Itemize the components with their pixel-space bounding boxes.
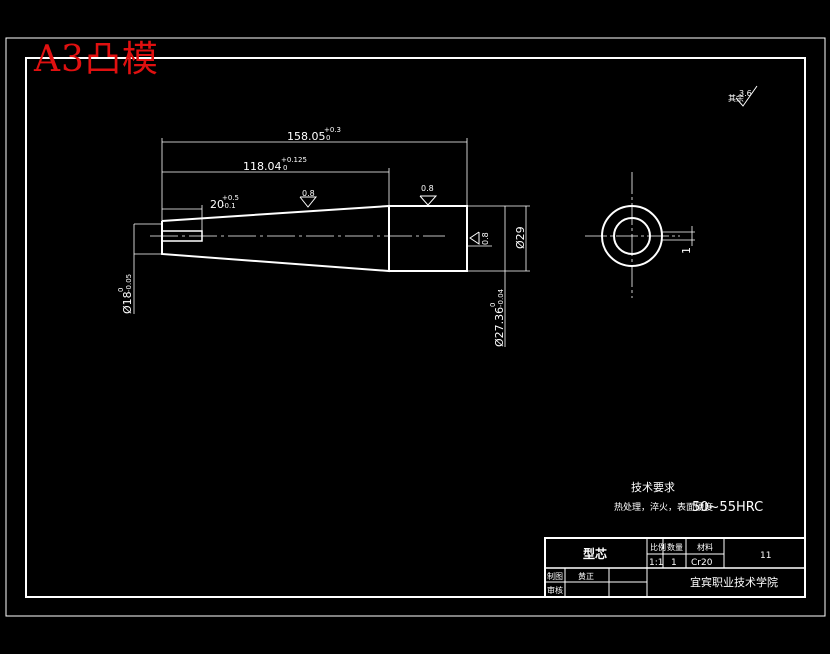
tech-req-title: 技术要求: [631, 481, 675, 494]
dim-taper-length-lower: 0: [283, 164, 287, 172]
watermark-label: A3凸模: [34, 39, 159, 80]
tb-qty-label: 数量: [667, 542, 683, 552]
end-view-outer-circle: [601, 205, 663, 267]
roughness-end-icon: [469, 231, 480, 245]
dim-small-diameter-upper: 0: [117, 288, 125, 292]
dim-slot-length-upper: +0.5: [222, 194, 239, 202]
tb-scale-label: 比例: [650, 542, 666, 552]
taper-outline: [161, 204, 390, 273]
dim-taper-length: 118.04: [243, 160, 282, 173]
dim-taper-length-upper: +0.125: [281, 156, 307, 164]
end-view-inner-circle: [613, 217, 651, 255]
global-surface-finish: 其余 3.6: [728, 85, 758, 107]
roughness-head-icon: [419, 195, 438, 206]
tb-school: 宜宾职业技术学院: [690, 575, 778, 589]
tb-scale: 1:1: [649, 558, 663, 568]
roughness-head: 0.8: [421, 184, 434, 193]
tb-drawn-name: 黄正: [578, 571, 594, 581]
tb-material: Cr20: [691, 558, 713, 568]
title-block-texts: 型芯 比例 数量 材料 1:1 1 Cr20 11 制图 黄正 审核 宜宾职业技…: [547, 542, 778, 595]
tb-part-name: 型芯: [583, 546, 607, 561]
title-block: [544, 537, 806, 598]
dim-total-length: 158.05: [287, 130, 326, 143]
roughness-marks: 0.8 0.8 0.8: [299, 184, 490, 245]
dim-large-diameter: Ø27.36: [493, 307, 506, 347]
tb-qty: 1: [671, 558, 677, 568]
dim-total-length-lower: 0: [326, 134, 330, 142]
dim-key-width: 1: [680, 247, 693, 254]
roughness-taper-icon: [299, 196, 318, 208]
dim-head-diameter: Ø29: [514, 226, 527, 249]
roughness-taper: 0.8: [302, 189, 315, 198]
tb-drawn-label: 制图: [547, 571, 563, 581]
dim-slot-length: 20: [210, 198, 224, 211]
tech-req-hardness: 50~55HRC: [692, 500, 763, 515]
dim-small-diameter-lower: -0.05: [125, 274, 133, 292]
tech-requirements: 技术要求 热处理，淬火，表面硬度 50~55HRC: [614, 481, 763, 515]
shaft-slot: [162, 230, 203, 242]
roughness-head-end: 0.8: [481, 232, 490, 245]
tb-sheet-no: 11: [760, 551, 771, 561]
dimension-texts: 158.05 +0.3 0 118.04 +0.125 0 20 +0.5 -0…: [117, 126, 527, 347]
global-finish-symbol: [735, 85, 758, 107]
shaft-head: [388, 205, 468, 272]
shaft-view: [150, 204, 468, 273]
dim-large-diameter-lower: -0.04: [497, 288, 505, 307]
outer-frame: [5, 37, 826, 617]
inner-frame: [25, 57, 806, 598]
dim-slot-length-lower: -0.1: [222, 202, 236, 210]
end-view: [585, 172, 695, 298]
dim-total-length-upper: +0.3: [324, 126, 341, 134]
tech-req-line: 热处理，淬火，表面硬度: [614, 501, 713, 513]
global-finish-value: 3.6: [739, 89, 752, 98]
dim-small-diameter: Ø18: [121, 291, 134, 314]
dim-large-diameter-upper: 0: [489, 303, 497, 307]
dimension-lines: [133, 138, 530, 347]
tb-material-label: 材料: [697, 542, 713, 552]
tb-checked-label: 审核: [547, 585, 563, 595]
